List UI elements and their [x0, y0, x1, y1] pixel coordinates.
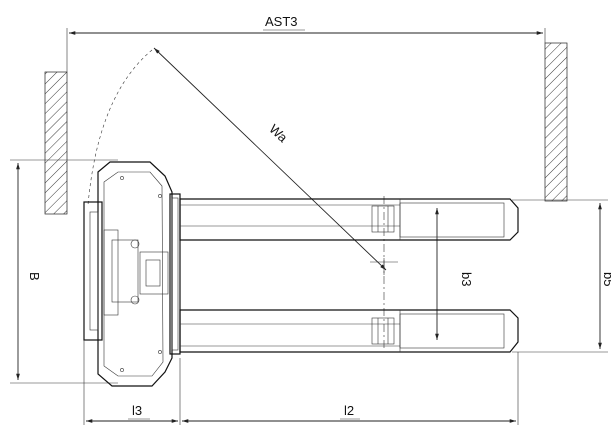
- fork-carriage: [169, 193, 181, 355]
- ast3-label: AST3: [265, 14, 298, 29]
- ast3-dimension: [66, 28, 546, 72]
- upper-fork: [179, 198, 519, 241]
- turning-arc: [87, 49, 153, 206]
- fork-carriage-inner: [171, 197, 179, 351]
- wa-label: Wa: [266, 121, 291, 145]
- l3-dimension: [83, 340, 181, 425]
- b-label: B: [27, 272, 42, 281]
- wa-dimension: [153, 47, 398, 275]
- tractor-head: [83, 161, 173, 387]
- right-wall: [544, 42, 568, 202]
- left-wall: [44, 71, 68, 215]
- l2-label: l2: [344, 403, 354, 418]
- b5-label: b5: [601, 272, 611, 286]
- b-dimension: [10, 159, 118, 384]
- b5-dimension: [512, 199, 608, 353]
- b3-label: b3: [459, 272, 474, 286]
- l2-dimension: [182, 352, 519, 425]
- lower-fork: [179, 309, 519, 353]
- l3-label: l3: [132, 403, 142, 418]
